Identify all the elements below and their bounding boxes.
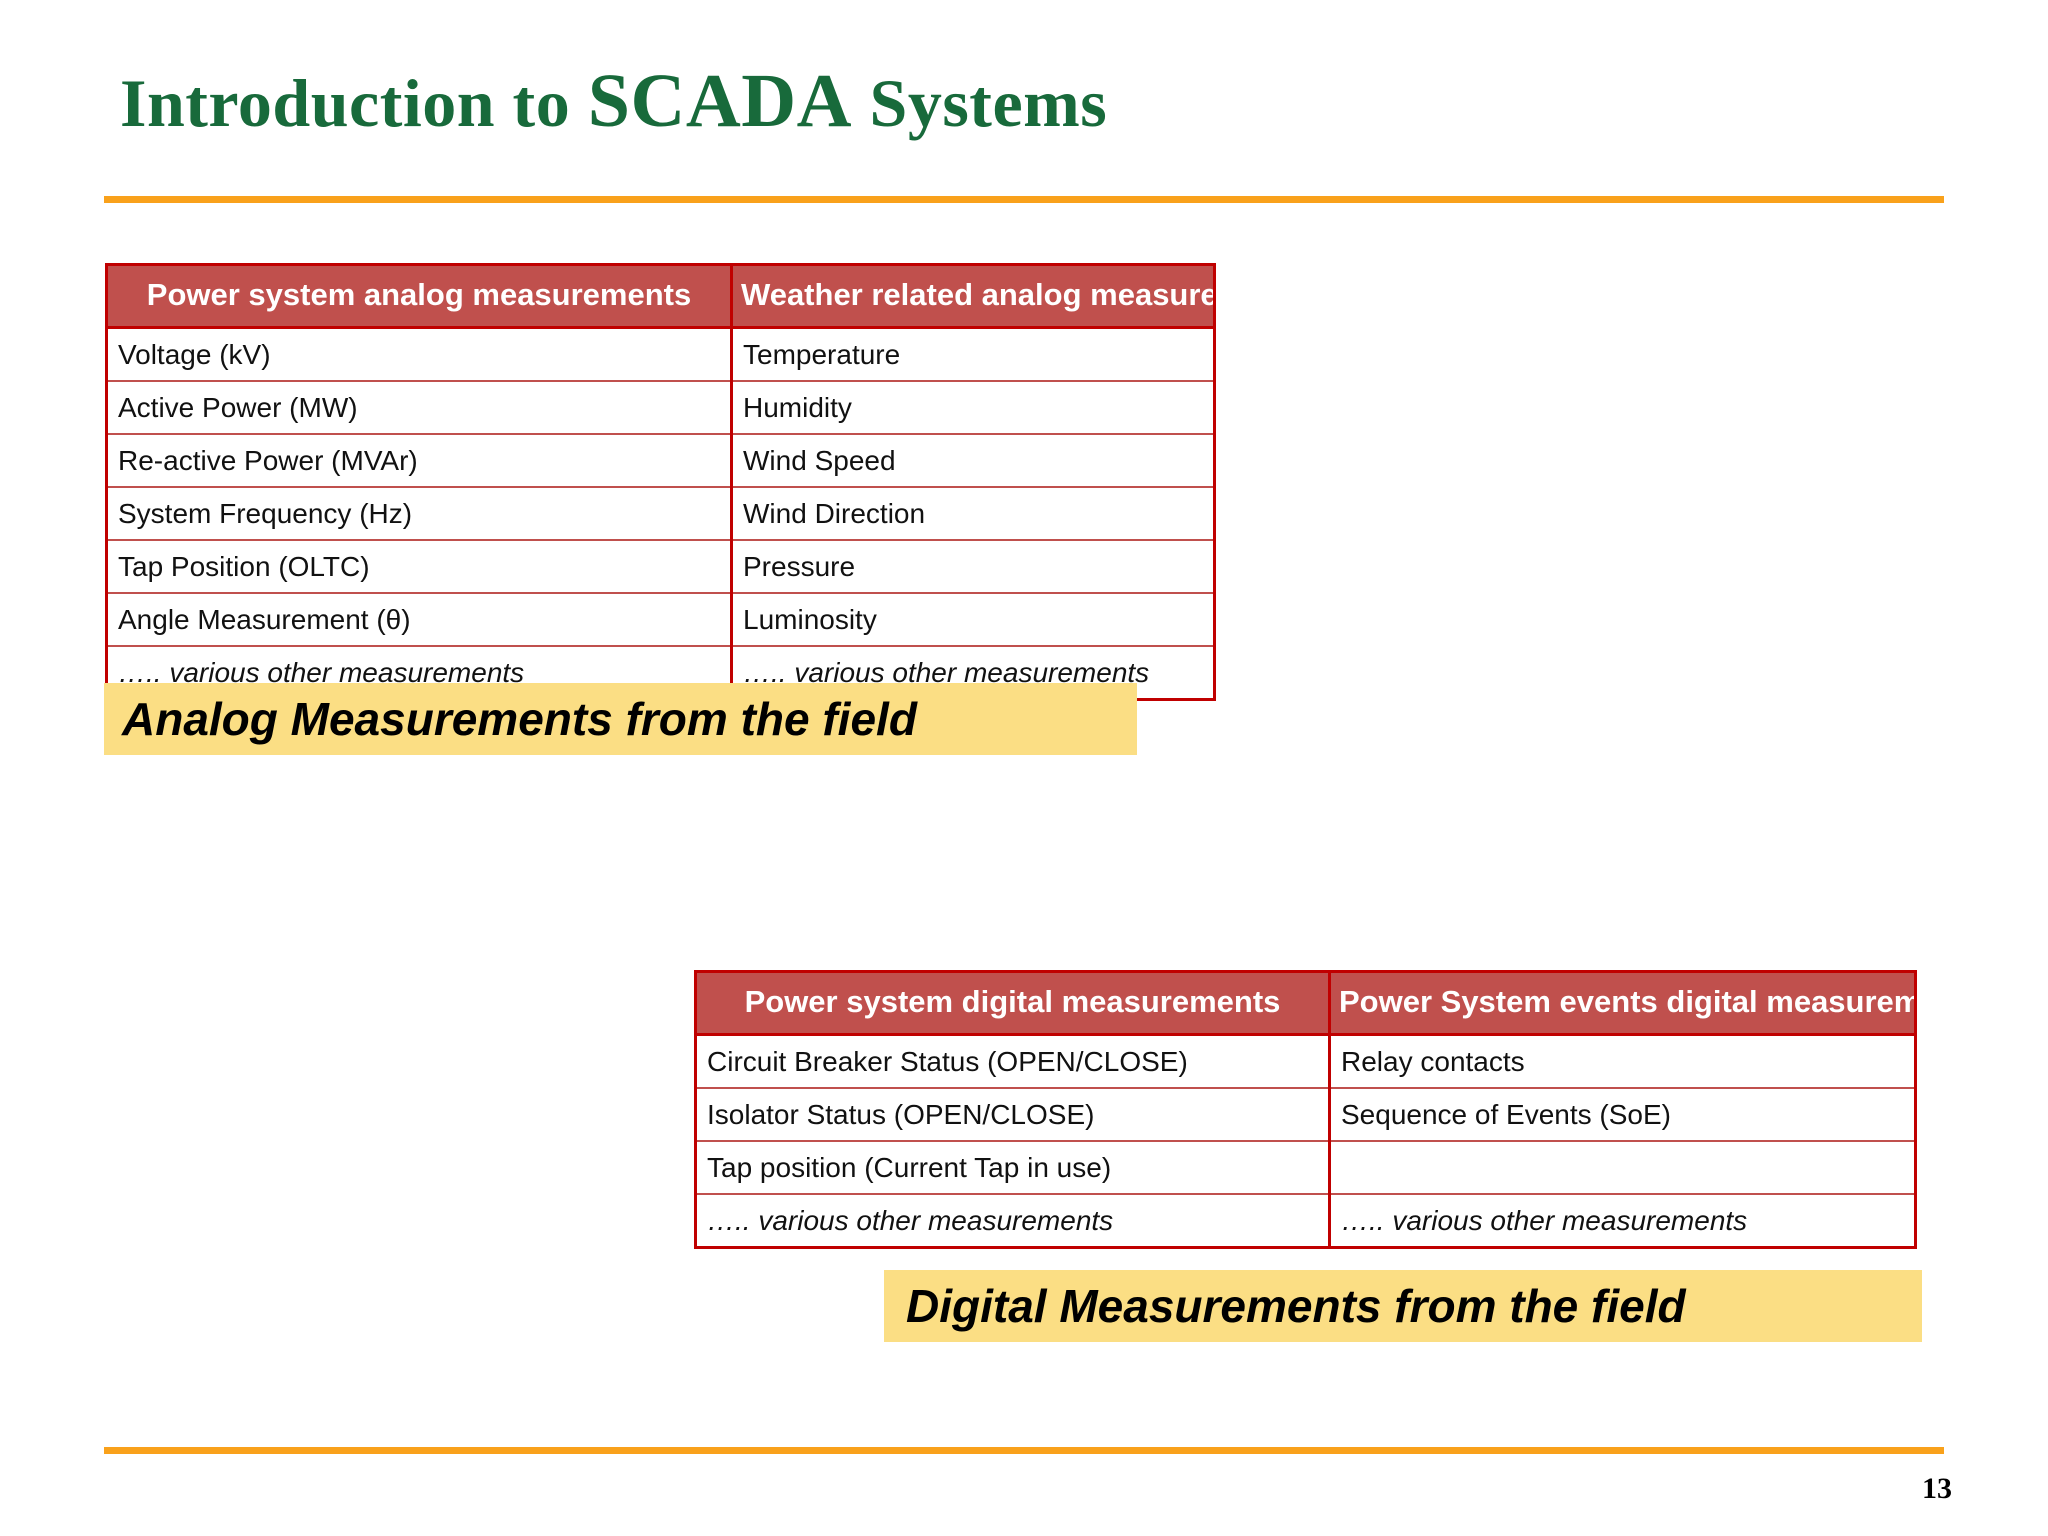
cell-power-analog-1: Active Power (MW) (105, 380, 733, 436)
cell-power-analog-2: Re-active Power (MVAr) (105, 433, 733, 489)
digital-caption-text: Digital Measurements from the field (906, 1280, 1686, 1332)
page-number: 13 (1922, 1472, 1952, 1505)
table-header-row: Power system analog measurements Weather… (105, 262, 1216, 330)
table-row: Tap position (Current Tap in use) (694, 1140, 1917, 1196)
table-header-row: Power system digital measurements Power … (694, 969, 1917, 1037)
column-header-weather-related-analog: Weather related analog measurements (730, 262, 1216, 330)
cell-weather-analog-5: Luminosity (730, 592, 1216, 648)
column-header-power-system-events-digital: Power System events digital measurements (1328, 969, 1917, 1037)
cell-events-digital-0: Relay contacts (1328, 1033, 1917, 1090)
table-row: Angle Measurement (θ) Luminosity (105, 592, 1216, 648)
cell-power-analog-3: System Frequency (Hz) (105, 486, 733, 542)
table-row: Active Power (MW) Humidity (105, 380, 1216, 436)
table-row: System Frequency (Hz) Wind Direction (105, 486, 1216, 542)
digital-measurements-table: Power system digital measurements Power … (694, 969, 1917, 1250)
table-row: Circuit Breaker Status (OPEN/CLOSE) Rela… (694, 1033, 1917, 1090)
table-row: Voltage (kV) Temperature (105, 326, 1216, 383)
cell-weather-analog-3: Wind Direction (730, 486, 1216, 542)
cell-power-digital-2: Tap position (Current Tap in use) (694, 1140, 1331, 1196)
cell-power-digital-1: Isolator Status (OPEN/CLOSE) (694, 1087, 1331, 1143)
header-divider-rule (104, 196, 1944, 203)
table-row: ….. various other measurements ….. vario… (694, 1193, 1917, 1249)
analog-measurements-table: Power system analog measurements Weather… (105, 262, 1216, 702)
table-row: Isolator Status (OPEN/CLOSE) Sequence of… (694, 1087, 1917, 1143)
cell-weather-analog-6: ….. various other measurements (730, 645, 1216, 701)
page-title-part-1: Introduction to (120, 65, 588, 141)
cell-events-digital-2 (1328, 1140, 1917, 1196)
cell-power-digital-3: ….. various other measurements (694, 1193, 1331, 1249)
column-header-power-system-digital: Power system digital measurements (694, 969, 1331, 1037)
cell-events-digital-3: ….. various other measurements (1328, 1193, 1917, 1249)
digital-caption-banner: Digital Measurements from the field (884, 1270, 1922, 1342)
cell-power-digital-0: Circuit Breaker Status (OPEN/CLOSE) (694, 1033, 1331, 1090)
column-header-power-system-analog: Power system analog measurements (105, 262, 733, 330)
footer-divider-rule (104, 1447, 1944, 1454)
cell-weather-analog-1: Humidity (730, 380, 1216, 436)
cell-weather-analog-0: Temperature (730, 326, 1216, 383)
page-title-acronym: SCADA (587, 59, 853, 143)
table-row: Re-active Power (MVAr) Wind Speed (105, 433, 1216, 489)
page-title: Introduction to SCADA Systems (120, 59, 1108, 143)
cell-power-analog-5: Angle Measurement (θ) (105, 592, 733, 648)
table-row: Tap Position (OLTC) Pressure (105, 539, 1216, 595)
cell-power-analog-4: Tap Position (OLTC) (105, 539, 733, 595)
cell-weather-analog-4: Pressure (730, 539, 1216, 595)
cell-weather-analog-2: Wind Speed (730, 433, 1216, 489)
cell-power-analog-0: Voltage (kV) (105, 326, 733, 383)
page-title-part-3: Systems (852, 65, 1108, 141)
analog-caption-text: Analog Measurements from the field (122, 693, 917, 745)
analog-caption-banner: Analog Measurements from the field (104, 683, 1137, 755)
cell-events-digital-1: Sequence of Events (SoE) (1328, 1087, 1917, 1143)
